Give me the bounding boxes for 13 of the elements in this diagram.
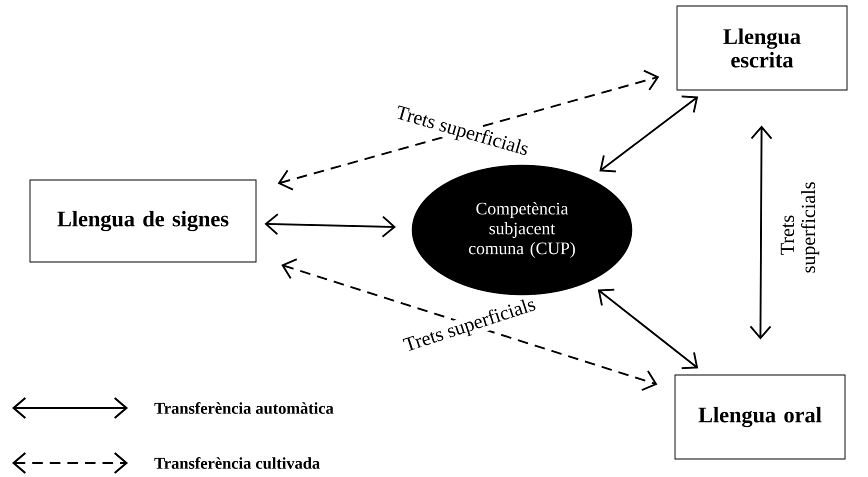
edge-label: Trets superficials: [392, 102, 532, 162]
arrow: [278, 70, 660, 190]
arrow: [750, 125, 772, 340]
arrow: [264, 213, 396, 238]
legend-text: Transferència automàtica: [154, 402, 334, 414]
arrow: [598, 288, 698, 370]
legend-text: Transferència cultivada: [154, 457, 320, 469]
language-box: Llengua de signes: [30, 180, 256, 262]
edge-label: Trets superficials: [780, 182, 820, 274]
arrow: [281, 258, 658, 391]
language-box: Llengua escrita: [676, 6, 848, 90]
arrow: [599, 96, 698, 172]
language-box: Llengua oral: [674, 374, 846, 460]
